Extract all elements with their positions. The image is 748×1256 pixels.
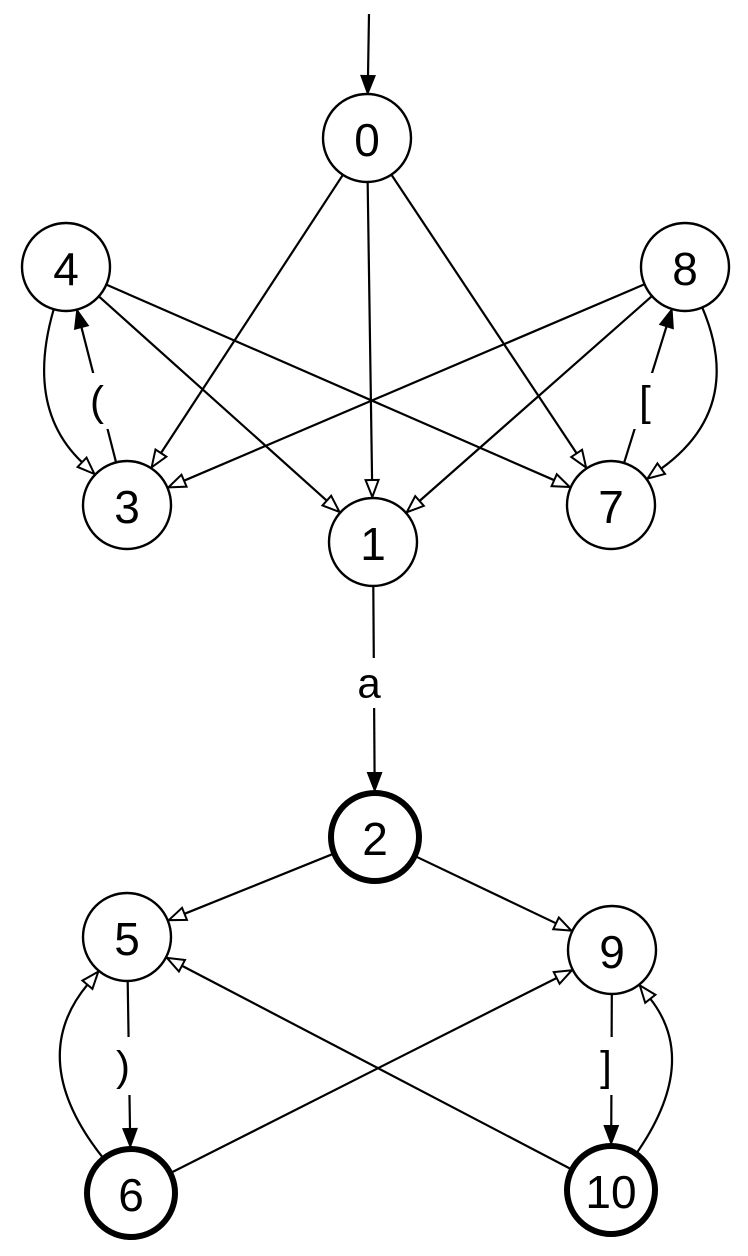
solid-arrowhead-0 xyxy=(360,74,376,96)
state-node-4 xyxy=(20,221,112,313)
edge-2-5 xyxy=(184,852,335,915)
state-label-10: 10 xyxy=(585,1166,636,1218)
edge-0-1 xyxy=(366,181,374,481)
edge-6-5 xyxy=(58,984,105,1160)
state-node-2-accepting xyxy=(328,790,422,884)
state-label-4: 4 xyxy=(53,243,79,295)
state-node-10-accepting xyxy=(564,1143,658,1237)
open-arrowhead-3 xyxy=(165,472,189,489)
open-arrowhead-3 xyxy=(150,447,169,470)
transition-label-5-6: ) xyxy=(116,1043,130,1090)
edge-4-1 xyxy=(98,295,328,502)
edge-8-3 xyxy=(183,283,645,482)
open-arrowhead-9 xyxy=(551,915,574,932)
edge-2-9 xyxy=(414,854,557,925)
transition-label-9-10: ] xyxy=(600,1043,612,1090)
state-node-9 xyxy=(566,904,658,996)
edge-label-gap-7-8 xyxy=(631,373,659,429)
edge-8-1 xyxy=(418,295,653,502)
transition-label-1-2: a xyxy=(357,660,381,707)
open-arrowhead-1 xyxy=(404,494,426,515)
state-node-0 xyxy=(321,92,413,184)
solid-arrowhead-6 xyxy=(122,1127,138,1149)
edge-0-3 xyxy=(160,174,344,454)
open-arrowhead-5 xyxy=(80,969,101,991)
edge-label-gap-3-4 xyxy=(83,373,111,429)
edge-0-7 xyxy=(390,174,578,454)
edge-10-9 xyxy=(635,998,674,1155)
open-arrowhead-1 xyxy=(320,494,342,514)
solid-arrowhead-10 xyxy=(603,1124,620,1146)
state-label-3: 3 xyxy=(114,481,140,533)
transition-label-7-8: [ xyxy=(639,378,651,425)
state-label-1: 1 xyxy=(360,518,386,570)
open-arrowhead-7 xyxy=(550,472,573,489)
solid-arrowhead-4 xyxy=(73,307,90,331)
state-node-7 xyxy=(565,459,657,551)
open-arrowhead-5 xyxy=(166,906,189,922)
open-arrowhead-9 xyxy=(638,983,658,1005)
edge-10-5 xyxy=(181,964,573,1171)
state-label-2: 2 xyxy=(362,813,388,865)
edge-6-9 xyxy=(169,976,558,1175)
open-arrowhead-7 xyxy=(645,461,667,481)
solid-arrowhead-2 xyxy=(366,771,383,793)
state-label-6: 6 xyxy=(118,1169,144,1221)
open-arrowhead-9 xyxy=(552,969,575,986)
open-arrowhead-1 xyxy=(364,478,381,500)
state-label-0: 0 xyxy=(354,114,380,166)
solid-arrowhead-8 xyxy=(658,307,674,330)
state-node-6-accepting xyxy=(84,1146,178,1240)
edge-4-3 xyxy=(43,308,83,464)
state-label-9: 9 xyxy=(599,926,625,978)
open-arrowhead-3 xyxy=(75,455,97,476)
state-label-8: 8 xyxy=(672,243,698,295)
edge-label-gap-5-6 xyxy=(110,1037,136,1095)
edge-8-7 xyxy=(660,307,718,470)
state-node-5 xyxy=(81,891,173,983)
state-label-5: 5 xyxy=(114,913,140,965)
open-arrowhead-7 xyxy=(569,448,588,470)
state-label-7: 7 xyxy=(598,481,624,533)
transition-label-3-4: ( xyxy=(90,378,104,425)
state-node-3 xyxy=(81,459,173,551)
state-node-1 xyxy=(327,496,419,588)
open-arrowhead-5 xyxy=(164,956,187,974)
edge-label-gap-1-2 xyxy=(352,658,386,708)
edge-label-gap-9-10 xyxy=(593,1037,619,1095)
state-node-8 xyxy=(639,221,731,313)
edge-start-0 xyxy=(366,13,371,77)
